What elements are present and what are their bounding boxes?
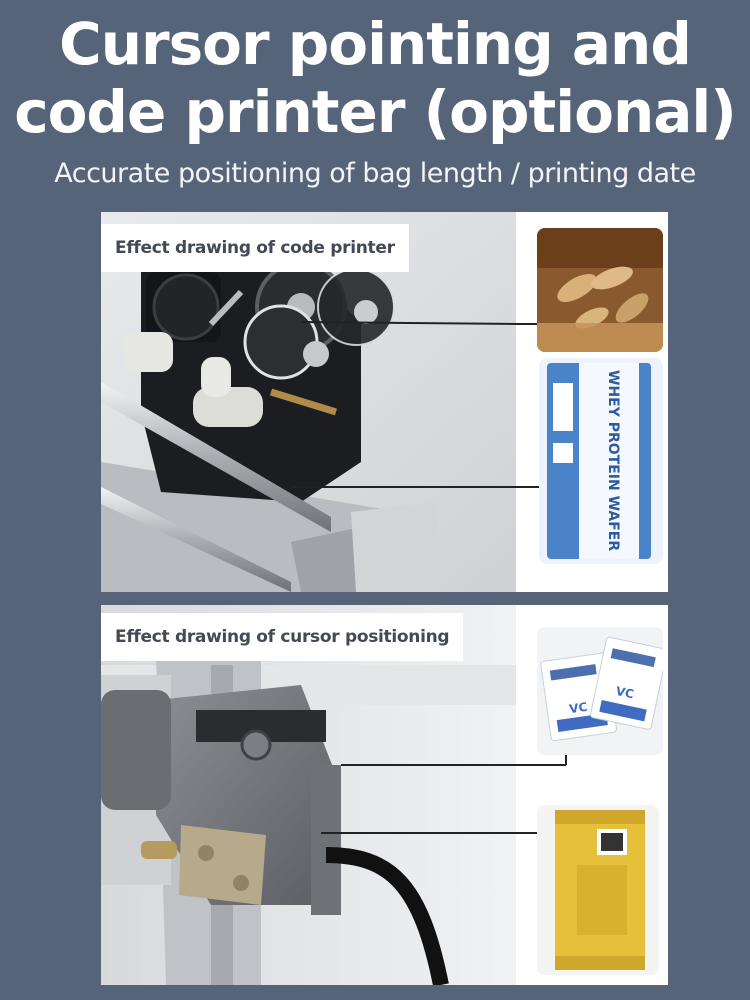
page-subtitle: Accurate positioning of bag length / pri… [54, 158, 696, 189]
page-title-line2: code printer (optional) [14, 78, 737, 146]
cursor-positioning-photo [101, 605, 516, 985]
wafer-snack-bag-image [537, 228, 663, 352]
yellow-snack-pouch-image [537, 805, 659, 975]
code-printer-label: Effect drawing of code printer [101, 224, 409, 272]
wafer-bar-text: WHEY PROTEIN WAFER [605, 370, 621, 551]
code-printer-photo [101, 212, 516, 592]
vitamin-c-sachets-image: VC VC [537, 627, 663, 755]
code-printer-panel: Effect drawing of code printer WHEY PROT… [101, 212, 668, 592]
cursor-positioning-panel: Effect drawing of cursor positioning VC … [101, 605, 668, 985]
whey-protein-wafer-bar-image: WHEY PROTEIN WAFER [539, 358, 663, 564]
page-title-line1: Cursor pointing and [59, 10, 692, 78]
vc-text-2: VC [615, 684, 636, 701]
cursor-positioning-label: Effect drawing of cursor positioning [101, 613, 464, 661]
vc-text-1: VC [568, 700, 588, 716]
